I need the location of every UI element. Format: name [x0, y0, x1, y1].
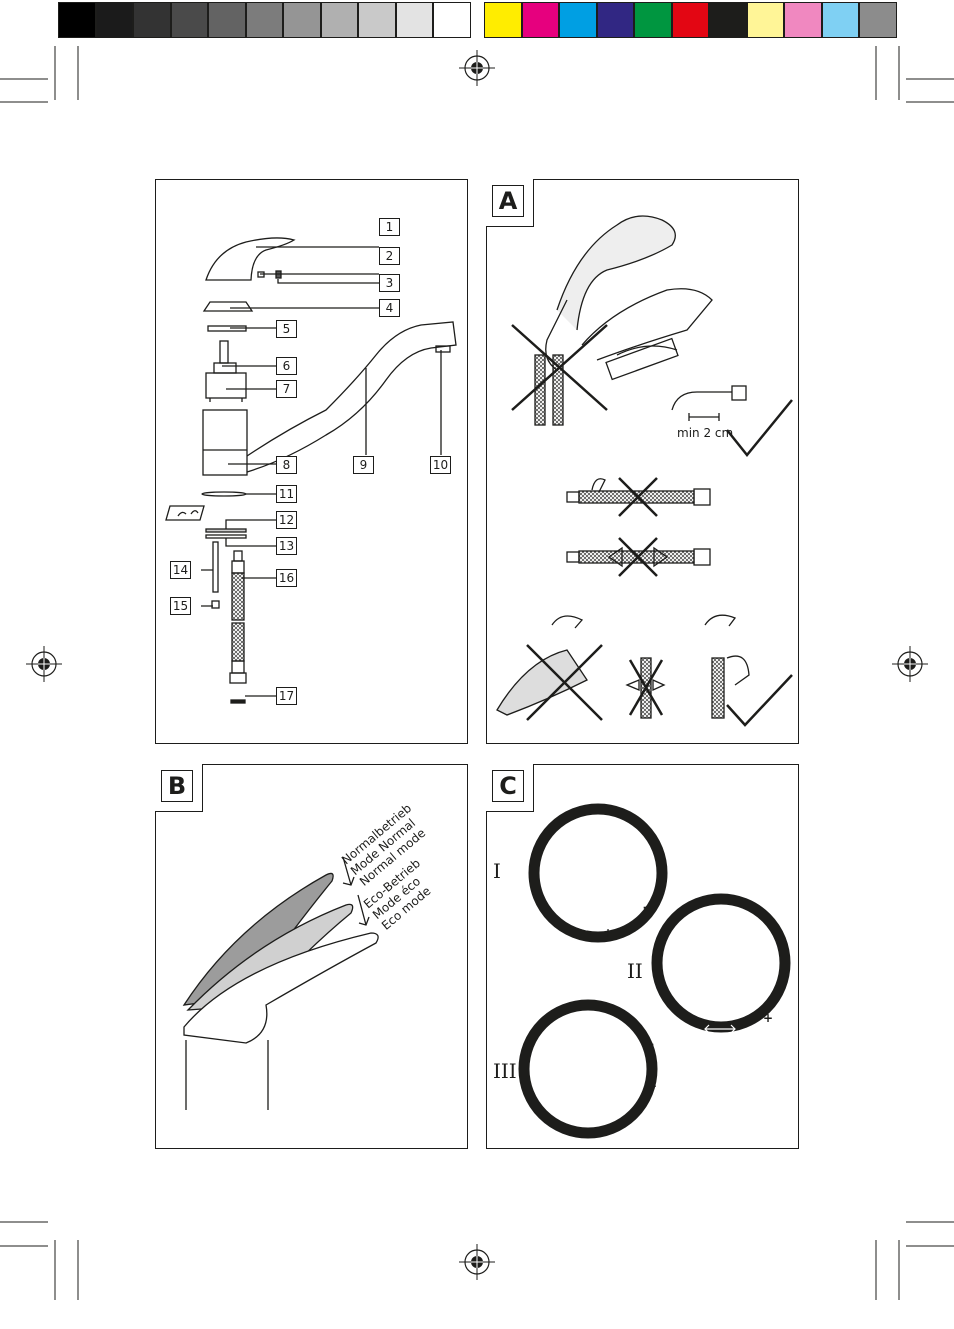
- cmyk-swatch: [521, 2, 559, 38]
- registration-mark-icon: [459, 50, 495, 86]
- part-label-7: 7: [276, 380, 297, 398]
- part-label-4: 4: [379, 299, 400, 317]
- part-label-13: 13: [276, 537, 297, 555]
- ring-i: [528, 803, 668, 943]
- normal-mode-text: Normalbetrieb Mode Normal Normal mode: [339, 801, 428, 889]
- gray-swatch: [283, 2, 321, 38]
- lever-handle: [205, 237, 296, 281]
- part-label-11: 11: [276, 485, 297, 503]
- cmyk-swatch: [784, 2, 822, 38]
- gray-swatch: [245, 2, 283, 38]
- panel-b-tab: B: [155, 764, 203, 812]
- ring-ii-minus: -: [785, 966, 790, 980]
- part-label-1: 1: [379, 218, 400, 236]
- lever-modes-drawing: Normalbetrieb Mode Normal Normal mode Ec…: [182, 801, 433, 1110]
- faucet-parts-drawing: [165, 237, 457, 704]
- part-label-5: 5: [276, 320, 297, 338]
- part-label-12: 12: [276, 511, 297, 529]
- ring-iii-minus: -: [649, 1037, 654, 1051]
- installation-drawing: min 2 cm: [496, 215, 793, 727]
- cmyk-swatch: [634, 2, 672, 38]
- ring-label-iii: III: [493, 1059, 517, 1083]
- registration-mark-icon: [459, 1244, 495, 1280]
- part-label-9: 9: [353, 456, 374, 474]
- ring-ii-plus: +: [763, 1011, 773, 1025]
- panel-b: B Normalbetrieb Mode Normal Normal mode …: [155, 764, 468, 1149]
- panel-a-label: A: [492, 185, 524, 217]
- ring-label-i: I: [493, 859, 501, 883]
- cmyk-swatch: [596, 2, 634, 38]
- gray-swatch: [133, 2, 171, 38]
- ring-iii-plus: +: [647, 1079, 657, 1093]
- part-label-8: 8: [276, 456, 297, 474]
- part-label-14: 14: [170, 561, 191, 579]
- gray-swatch: [433, 2, 471, 38]
- part-label-16: 16: [276, 569, 297, 587]
- gray-swatch: [95, 2, 133, 38]
- ring-ii: [651, 893, 791, 1033]
- panel-a-tab: A: [486, 179, 534, 227]
- min-distance-text: min 2 cm: [677, 426, 733, 440]
- part-label-17: 17: [276, 687, 297, 705]
- adjust-arrows-icon: [704, 1024, 736, 1034]
- cmyk-swatch: [559, 2, 597, 38]
- ring-label-ii: II: [627, 959, 643, 983]
- part-label-10: 10: [430, 456, 451, 474]
- panel-c: C + - + - + - I II III: [486, 764, 799, 1149]
- part-label-6: 6: [276, 357, 297, 375]
- panel-c-label: C: [492, 770, 524, 802]
- gray-swatch: [170, 2, 208, 38]
- cmyk-swatch: [484, 2, 522, 38]
- registration-mark-icon: [26, 646, 62, 682]
- part-label-15: 15: [170, 597, 191, 615]
- gray-swatch: [395, 2, 433, 38]
- cmyk-swatch: [859, 2, 897, 38]
- ring-i-plus: +: [603, 926, 613, 940]
- cmyk-swatch: [671, 2, 709, 38]
- panel-b-label: B: [161, 770, 193, 802]
- panel-c-tab: C: [486, 764, 534, 812]
- registration-mark-icon: [892, 646, 928, 682]
- gray-swatch: [320, 2, 358, 38]
- gray-swatch: [358, 2, 396, 38]
- gray-swatch: [208, 2, 246, 38]
- cmyk-swatch: [709, 2, 747, 38]
- gray-swatch: [58, 2, 96, 38]
- cmyk-swatch: [821, 2, 859, 38]
- lever-closed-position: [183, 932, 379, 1044]
- part-label-2: 2: [379, 247, 400, 265]
- temperature-rings-drawing: + - + - + -: [518, 803, 791, 1139]
- panel-a: A: [486, 179, 799, 744]
- part-label-3: 3: [379, 274, 400, 292]
- cmyk-swatch: [746, 2, 784, 38]
- ring-i-minus: -: [643, 900, 648, 914]
- ring-iii: [518, 999, 658, 1139]
